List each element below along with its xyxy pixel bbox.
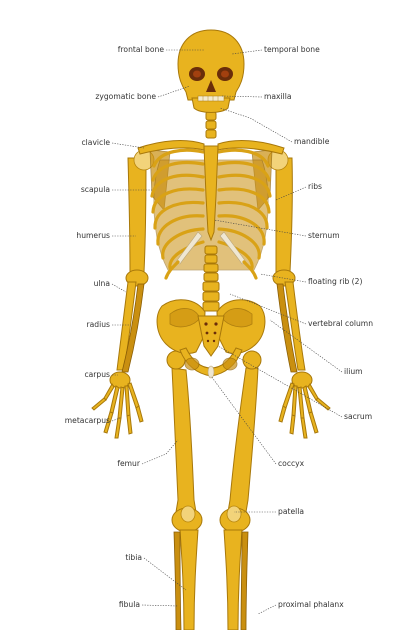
label-coccyx: coccyx [278, 459, 305, 468]
clavicle-left-shape [217, 140, 285, 155]
label-proximal-phalanx: proximal phalanx [278, 600, 344, 609]
label-tibia: tibia [125, 553, 142, 562]
label-sacrum: sacrum [344, 412, 372, 421]
fibula-left [240, 531, 249, 630]
fibula-right [173, 531, 182, 630]
label-femur: femur [117, 459, 141, 468]
label-vertebral-column: vertebral column [308, 319, 373, 328]
hand-left [278, 371, 331, 439]
skull [177, 29, 245, 113]
label-clavicle: clavicle [82, 138, 111, 147]
label-zygomatic-bone: zygomatic bone [95, 92, 156, 101]
leader-lines [111, 49, 343, 615]
femur-left [227, 367, 259, 513]
rib-cage [137, 140, 285, 280]
femur-head-left [242, 350, 262, 370]
label-maxilla: maxilla [264, 92, 292, 101]
label-radius: radius [87, 320, 111, 329]
label-ribs: ribs [308, 182, 322, 191]
humerus-right [127, 157, 147, 273]
clavicle-right-shape [137, 140, 205, 155]
nasal-cavity [206, 80, 216, 92]
label-metacarpus: metacarpus [65, 416, 110, 425]
label-mandible: mandible [294, 137, 330, 146]
label-patella: patella [278, 507, 304, 516]
humerus-left [275, 157, 293, 273]
arms [91, 149, 331, 439]
radius-right [121, 283, 145, 373]
femur-right [171, 367, 197, 513]
spine [202, 111, 220, 312]
sternum-shape [203, 145, 219, 242]
label-scapula: scapula [81, 185, 110, 194]
tibia-left [223, 529, 243, 630]
patella-right-shape [180, 505, 196, 523]
pelvis [156, 299, 266, 379]
patella-left-shape [226, 505, 242, 523]
skeleton-illustration [91, 29, 331, 630]
label-floating-rib: floating rib (2) [308, 277, 362, 286]
label-fibula: fibula [119, 600, 140, 609]
labels: frontal bone temporal bone zygomatic bon… [65, 45, 373, 609]
label-ilium: ilium [344, 367, 363, 376]
legs [166, 350, 262, 630]
tibia-right [179, 529, 199, 630]
sacrum-shape [197, 315, 225, 357]
label-humerus: humerus [76, 231, 110, 240]
label-frontal-bone: frontal bone [118, 45, 165, 54]
label-carpus: carpus [84, 370, 110, 379]
radius-left [276, 283, 298, 373]
jaw [191, 97, 231, 113]
label-ulna: ulna [94, 279, 110, 288]
label-temporal-bone: temporal bone [264, 45, 320, 54]
hand-right [91, 371, 144, 439]
ulna-left [284, 281, 306, 371]
label-sternum: sternum [308, 231, 340, 240]
